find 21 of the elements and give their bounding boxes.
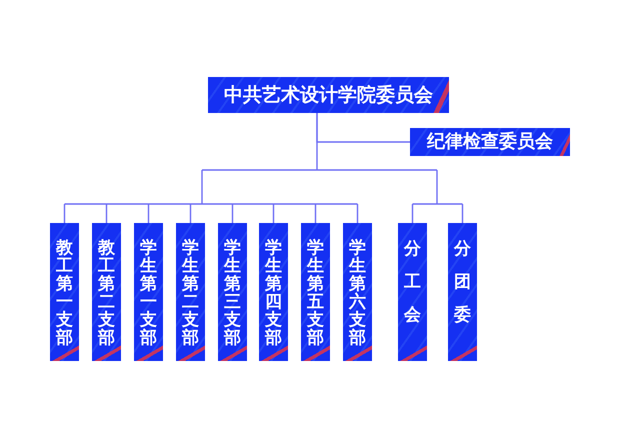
branch-box: 分团委: [448, 223, 477, 361]
branch-box: 分工会: [398, 223, 427, 361]
branch-box: 学生第一支部: [134, 223, 163, 361]
branch-box: 学生第四支部: [259, 223, 288, 361]
branch-box: 学生第六支部: [343, 223, 372, 361]
connector-line: [232, 204, 234, 223]
branch-box: 教工第一支部: [50, 223, 79, 361]
committee-box: 中共艺术设计学院委员会: [208, 77, 449, 113]
connector-line: [106, 204, 108, 223]
branch-box: 教工第二支部: [92, 223, 121, 361]
connector-line: [462, 204, 464, 223]
branch-box: 学生第三支部: [218, 223, 247, 361]
committee-box: 纪律检查委员会: [410, 128, 570, 156]
connector-line: [314, 204, 316, 223]
branch-box: 学生第五支部: [301, 223, 330, 361]
connector-line: [272, 204, 274, 223]
connector-line: [190, 204, 192, 223]
connector-line: [148, 204, 150, 223]
connector-line: [412, 204, 414, 223]
connector-line: [356, 204, 358, 223]
branch-box: 学生第二支部: [176, 223, 205, 361]
